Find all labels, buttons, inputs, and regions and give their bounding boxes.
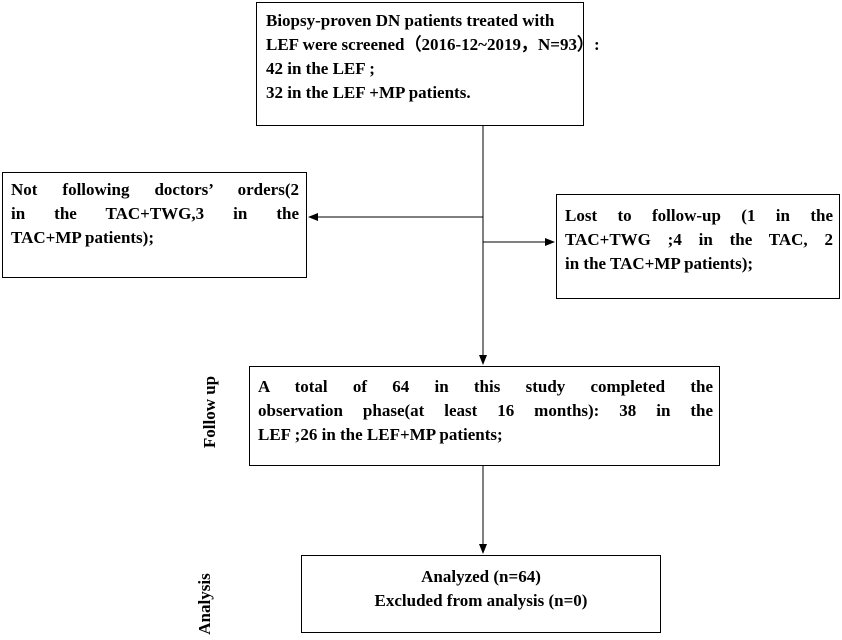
lost-followup-line: in the TAC+MP patients); <box>565 254 754 273</box>
analyzed-box: Analyzed (n=64) Excluded from analysis (… <box>301 555 661 633</box>
completed-line: A total of 64 in this study completed th… <box>258 377 713 396</box>
analysis-stage-label: Analysis <box>195 573 214 635</box>
completed-line: observation phase(at least 16 months): 3… <box>258 401 713 420</box>
screening-box: Biopsy-proven DN patients treated with L… <box>256 2 600 126</box>
not-following-line: in the TAC+TWG,3 in the <box>11 204 299 223</box>
screening-line: LEF were screened（2016-12~2019，N=93）: <box>266 35 600 54</box>
analyzed-line: Analyzed (n=64) <box>421 567 541 586</box>
not-following-orders-box: Not following doctors’ orders(2 in the T… <box>2 172 307 278</box>
lost-followup-line: TAC+TWG ;4 in the TAC, 2 <box>565 230 833 249</box>
completed-line: LEF ;26 in the LEF+MP patients; <box>258 425 503 444</box>
lost-followup-line: Lost to follow-up (1 in the <box>565 206 833 225</box>
completed-study-box: A total of 64 in this study completed th… <box>249 366 720 466</box>
screening-line: 42 in the LEF ; <box>266 59 375 78</box>
not-following-line: Not following doctors’ orders(2 <box>11 180 299 199</box>
screening-line: Biopsy-proven DN patients treated with <box>266 11 555 30</box>
lost-to-followup-box: Lost to follow-up (1 in the TAC+TWG ;4 i… <box>556 194 840 299</box>
not-following-line: TAC+MP patients); <box>11 228 154 247</box>
excluded-line: Excluded from analysis (n=0) <box>374 591 588 610</box>
follow-up-stage-label: Follow up <box>200 375 219 449</box>
screening-line: 32 in the LEF +MP patients. <box>266 83 471 102</box>
